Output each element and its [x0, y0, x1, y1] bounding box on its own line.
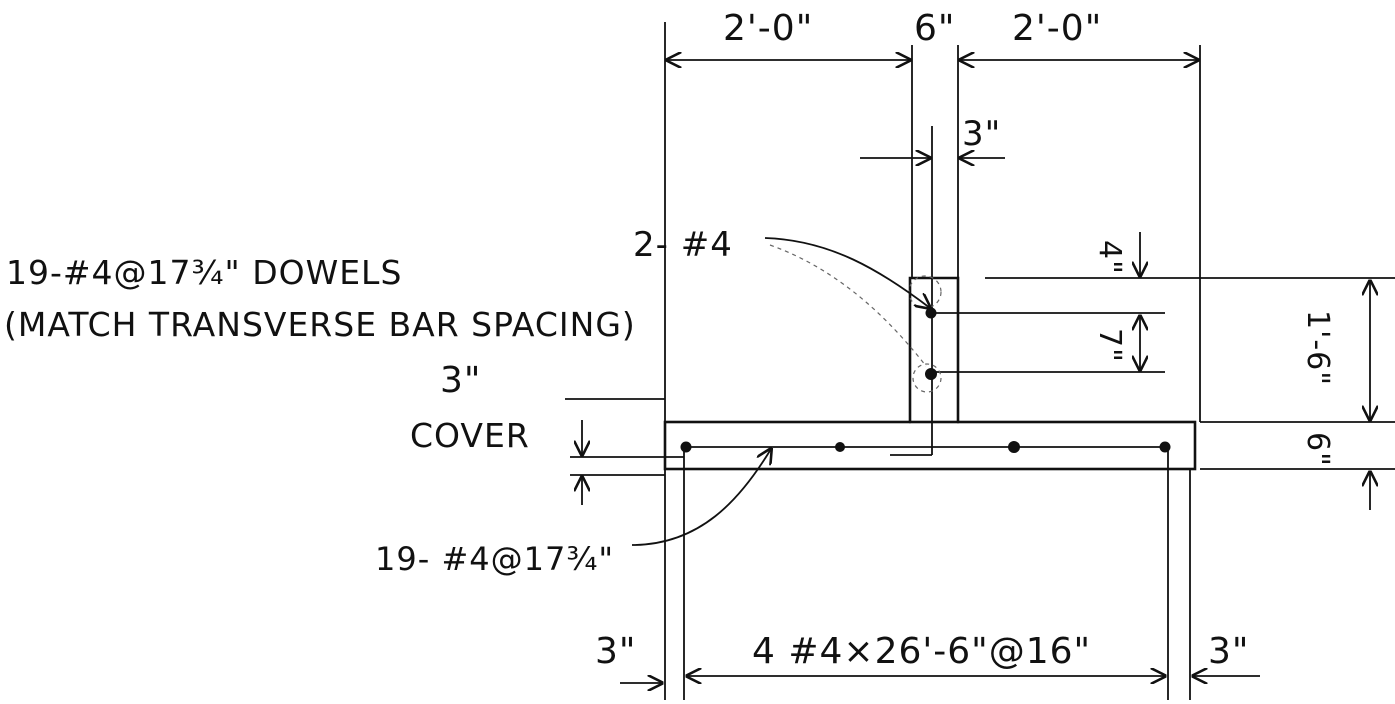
rebar-dot: [1159, 441, 1171, 453]
stem-bars-leader: [764, 237, 930, 308]
dimension-lines: [582, 60, 1370, 683]
stem-bars-leader-2: [769, 244, 927, 367]
extension-lines: [565, 22, 1395, 700]
left-width-label: 2'-0": [723, 8, 813, 49]
rebar-dot: [835, 442, 845, 452]
stem-bars-label: 2- #4: [633, 225, 733, 265]
rebar-dot: [1008, 441, 1020, 453]
footing-slab: [663, 420, 1197, 471]
rebar-dot: [925, 307, 937, 319]
dowels-note-line2: (MATCH TRANSVERSE BAR SPACING): [4, 305, 636, 344]
left-edge-label: 3": [595, 631, 636, 672]
stem-height-label: 1'-6": [1300, 310, 1335, 386]
transverse-bars-label: 19- #4@17¾": [375, 540, 614, 578]
dowels-note-line1: 19-#4@17¾" DOWELS: [6, 253, 402, 292]
rebar-dot: [680, 441, 692, 453]
slab-thickness-label: 6": [1300, 432, 1335, 467]
rebar-sections: [680, 275, 1171, 453]
stem-offset-label: 3": [962, 114, 1001, 154]
cover-label: COVER: [410, 416, 530, 455]
section-outline: [663, 126, 1197, 471]
bar-spacing-label: 7": [1092, 328, 1127, 363]
transverse-bars-leader: [631, 449, 771, 546]
right-width-label: 2'-0": [1012, 8, 1102, 49]
stem-bar-ring: [912, 363, 942, 393]
top-to-bar-label: 4": [1092, 240, 1127, 275]
labels: 2'-0" 6" 2'-0" 3" 4" 7" 1'-6" 6" 19-#4@1…: [4, 8, 1335, 672]
wall-stem: [908, 276, 960, 424]
leader-lines: [631, 237, 930, 546]
rebar-dot: [925, 368, 937, 380]
right-edge-label: 3": [1208, 631, 1249, 672]
cover-value: 3": [440, 360, 481, 401]
long-bars-label: 4 #4×26'-6"@16": [752, 631, 1091, 672]
stem-width-label: 6": [914, 8, 955, 49]
